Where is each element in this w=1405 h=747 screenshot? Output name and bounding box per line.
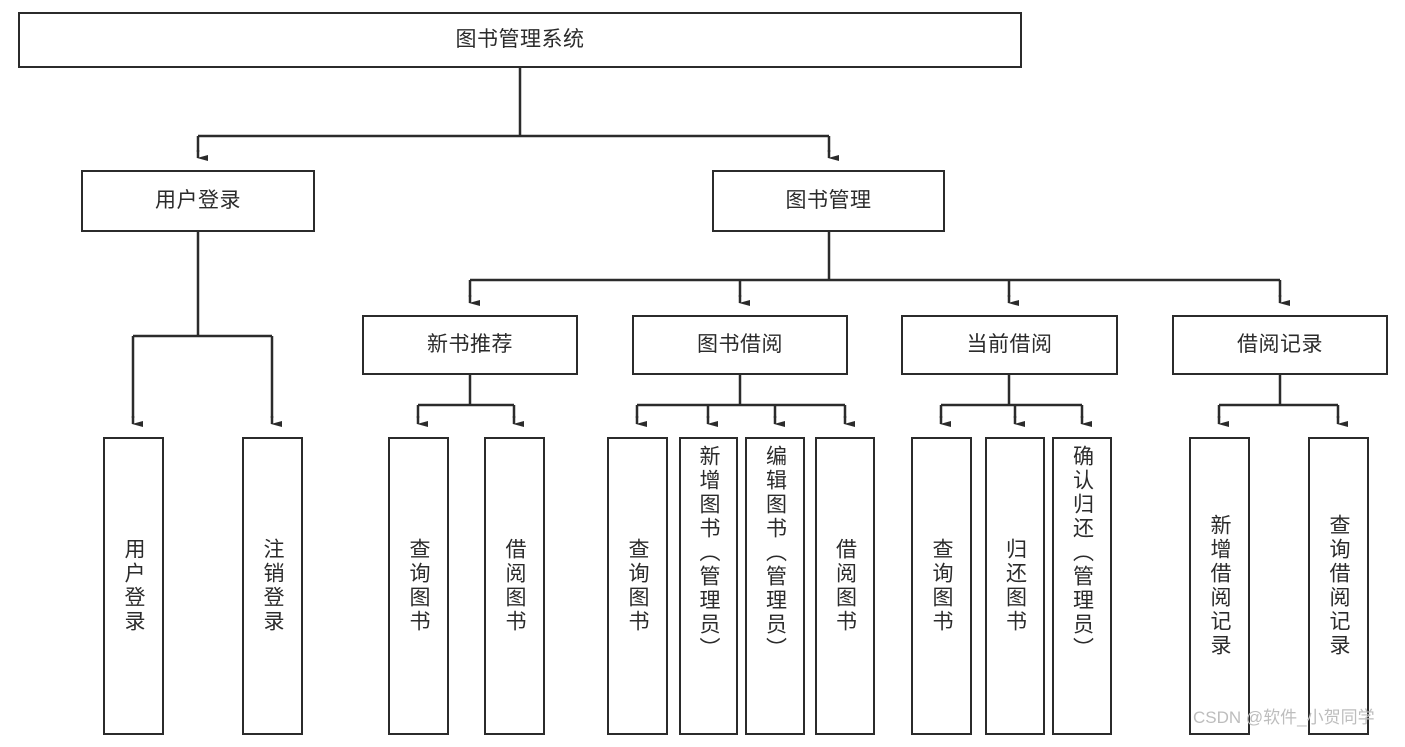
node-label-leaf-borrow-book-borrow: 借阅图书 <box>833 538 857 634</box>
connector-arrows-currentborrow-leaves <box>939 416 1092 427</box>
node-label-leaf-return-book: 归还图书 <box>1003 538 1027 634</box>
connector-arrows-newbook-leaves <box>416 416 524 427</box>
node-root-system[interactable]: 图书管理系统 <box>18 12 1022 68</box>
node-label-leaf-borrow-book-rec: 借阅图书 <box>503 538 526 634</box>
node-leaf-add-book-admin[interactable]: 新增图书（管理员） <box>679 437 738 735</box>
node-label-leaf-confirm-return-admin: 确认归还（管理员） <box>1070 445 1094 661</box>
node-leaf-user-login[interactable]: 用户登录 <box>103 437 164 735</box>
node-label-leaf-query-borrow-record: 查询借阅记录 <box>1327 514 1350 658</box>
node-label-leaf-add-book-admin: 新增图书（管理员） <box>697 445 720 661</box>
connector-arrows-borrowrecord-leaves <box>1217 416 1348 427</box>
node-label-root: 图书管理系统 <box>455 28 585 52</box>
node-label-borrow-record: 借阅记录 <box>1237 333 1323 357</box>
node-label-leaf-query-book-borrow: 查询图书 <box>626 538 649 634</box>
node-leaf-borrow-book-rec[interactable]: 借阅图书 <box>484 437 545 735</box>
node-leaf-query-book-current[interactable]: 查询图书 <box>911 437 972 735</box>
node-book-management[interactable]: 图书管理 <box>712 170 945 232</box>
node-label-current-borrow: 当前借阅 <box>966 333 1053 357</box>
node-label-leaf-add-borrow-record: 新增借阅记录 <box>1208 514 1231 658</box>
node-borrow-record[interactable]: 借阅记录 <box>1172 315 1388 375</box>
node-label-leaf-query-book-rec: 查询图书 <box>407 538 430 634</box>
node-leaf-return-book[interactable]: 归还图书 <box>985 437 1045 735</box>
connector-group-user-login <box>131 232 274 418</box>
node-label-leaf-query-book-current: 查询图书 <box>930 538 953 634</box>
connector-arrows-user-login-leaves <box>131 416 282 427</box>
node-leaf-query-borrow-record[interactable]: 查询借阅记录 <box>1308 437 1369 735</box>
connector-arrows-level3 <box>468 295 1290 306</box>
connector-group-book-borrow <box>635 375 847 418</box>
node-leaf-query-book-borrow[interactable]: 查询图书 <box>607 437 668 735</box>
node-label-leaf-logout: 注销登录 <box>261 538 284 634</box>
node-label-leaf-edit-book-admin: 编辑图书（管理员） <box>763 445 787 661</box>
connector-arrows-bookborrow-leaves <box>635 416 855 427</box>
node-user-login[interactable]: 用户登录 <box>81 170 315 232</box>
node-leaf-logout[interactable]: 注销登录 <box>242 437 303 735</box>
connector-group-root <box>196 68 831 152</box>
node-label-user-login: 用户登录 <box>155 189 241 213</box>
node-leaf-borrow-book-borrow[interactable]: 借阅图书 <box>815 437 875 735</box>
node-label-book-borrow: 图书借阅 <box>697 333 783 357</box>
connector-arrows-level2 <box>196 150 839 161</box>
connector-group-new-book-rec <box>416 375 516 418</box>
connector-group-book-mgmt <box>468 232 1282 297</box>
node-leaf-edit-book-admin[interactable]: 编辑图书（管理员） <box>745 437 805 735</box>
node-new-book-recommend[interactable]: 新书推荐 <box>362 315 578 375</box>
node-label-leaf-user-login: 用户登录 <box>122 538 145 634</box>
node-book-borrow[interactable]: 图书借阅 <box>632 315 848 375</box>
connector-group-borrow-record <box>1217 375 1340 418</box>
node-label-book-management: 图书管理 <box>785 189 872 213</box>
node-label-new-book-recommend: 新书推荐 <box>427 333 513 357</box>
node-leaf-query-book-rec[interactable]: 查询图书 <box>388 437 449 735</box>
connector-group-current-borrow <box>939 375 1084 418</box>
node-leaf-add-borrow-record[interactable]: 新增借阅记录 <box>1189 437 1250 735</box>
node-current-borrow[interactable]: 当前借阅 <box>901 315 1118 375</box>
node-leaf-confirm-return-admin[interactable]: 确认归还（管理员） <box>1052 437 1112 735</box>
